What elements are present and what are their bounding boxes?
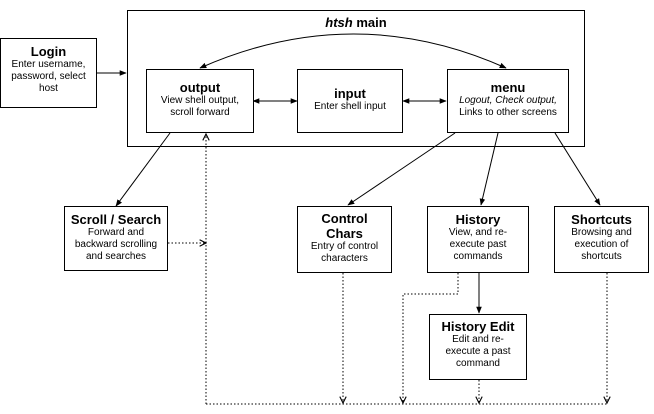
- scroll-search-node: Scroll / Search Forward and backward scr…: [64, 206, 168, 271]
- edge-output-menu-arc: [199, 33, 507, 69]
- history-node: History View, and re- execute past comma…: [427, 206, 529, 273]
- history-title: History: [455, 212, 501, 227]
- menu-check-output-label: Check output: [495, 95, 555, 106]
- menu-desc-tail: ,: [554, 95, 557, 106]
- menu-desc-line-2: Links to other screens: [459, 107, 557, 118]
- login-desc-line-3: host: [39, 83, 58, 94]
- history-desc-line-1: View, and re-: [448, 227, 508, 238]
- shortcuts-desc-line-1: Browsing and: [571, 227, 632, 238]
- input-desc-line-1: Enter shell input: [314, 101, 386, 112]
- input-title: input: [334, 86, 366, 101]
- shortcuts-node: Shortcuts Browsing and execution of shor…: [554, 206, 649, 273]
- scroll-search-desc-line-3: and searches: [85, 251, 147, 262]
- history-edit-title: History Edit: [441, 319, 515, 334]
- history-edit-desc-line-3: command: [456, 358, 500, 369]
- output-desc-line-2: scroll forward: [170, 107, 230, 118]
- scroll-search-desc-line-2: backward scrolling: [74, 239, 158, 250]
- htsh-main-container: htsh main: [127, 10, 585, 147]
- login-desc-line-1: Enter username,: [11, 59, 86, 70]
- output-desc-line-1: View shell output,: [160, 95, 240, 106]
- shortcuts-desc-line-2: execution of: [574, 239, 629, 250]
- input-node: input Enter shell input: [297, 69, 403, 133]
- menu-node: menu Logout, Check output, Links to othe…: [447, 69, 569, 133]
- login-title: Login: [30, 44, 67, 59]
- control-chars-title-line-2: Chars: [326, 226, 363, 241]
- shortcuts-title: Shortcuts: [571, 212, 632, 227]
- output-title: output: [179, 80, 221, 95]
- output-node: output View shell output, scroll forward: [146, 69, 254, 133]
- edge-menu-to-control-chars: [347, 132, 456, 206]
- control-chars-desc-line-1: Entry of control: [310, 241, 379, 252]
- menu-title: menu: [490, 80, 526, 95]
- scroll-search-desc-line-1: Forward and: [87, 227, 145, 238]
- return-paths-dotted: [168, 134, 607, 405]
- edge-menu-to-shortcuts: [554, 132, 601, 206]
- htsh-main-title-rest: main: [352, 15, 387, 30]
- history-edit-desc-line-1: Edit and re-: [452, 334, 504, 345]
- edge-menu-to-history: [479, 132, 499, 206]
- control-chars-title-line-1: Control: [321, 211, 368, 226]
- htsh-main-title-italic: htsh: [325, 15, 353, 30]
- login-desc-line-2: password, select: [11, 71, 86, 82]
- control-chars-node: Control Chars Entry of control character…: [297, 206, 392, 273]
- scroll-search-title: Scroll / Search: [70, 212, 162, 227]
- history-edit-desc-line-2: execute a past: [445, 346, 511, 357]
- login-node: Login Enter username, password, select h…: [0, 38, 97, 108]
- edge-output-to-scroll-search: [115, 132, 171, 207]
- history-edit-node: History Edit Edit and re- execute a past…: [429, 314, 527, 380]
- history-desc-line-2: execute past: [449, 239, 507, 250]
- menu-logout-label: Logout: [459, 95, 490, 106]
- shortcuts-desc-line-3: shortcuts: [581, 251, 622, 262]
- menu-desc-separator: ,: [489, 95, 496, 106]
- menu-desc-line-1: Logout, Check output,: [451, 95, 565, 107]
- control-chars-desc-line-2: characters: [321, 253, 368, 264]
- history-desc-line-3: commands: [453, 251, 503, 262]
- htsh-main-title: htsh main: [128, 15, 584, 30]
